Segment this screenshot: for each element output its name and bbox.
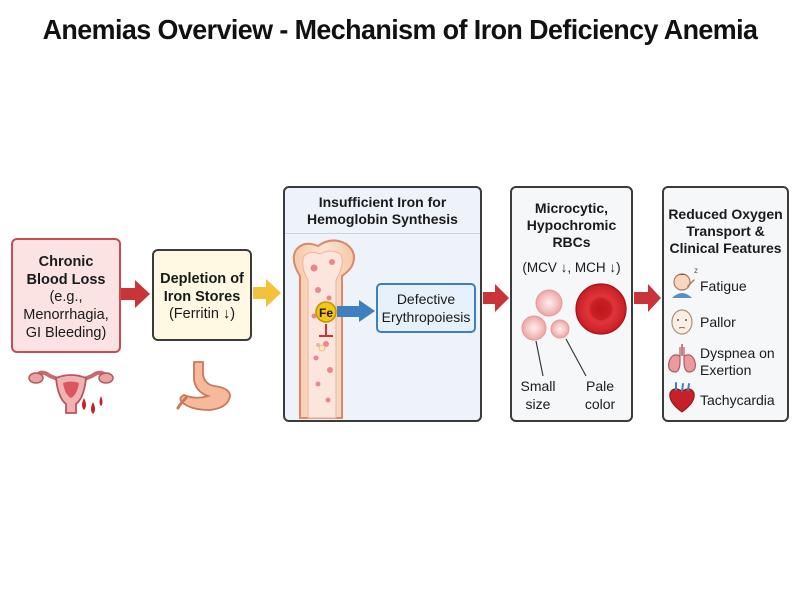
step4-line3: RBCs bbox=[552, 233, 591, 250]
page-title: Anemias Overview - Mechanism of Iron Def… bbox=[42, 14, 758, 45]
step-iron-stores-box: Depletion of Iron Stores (Ferritin ↓) bbox=[152, 249, 252, 341]
feature-tachycardia: Tachycardia bbox=[700, 392, 775, 408]
arrow-step3-to-step4 bbox=[483, 284, 509, 312]
step4-line2: Hypochromic bbox=[526, 216, 617, 233]
step1-line1: Chronic bbox=[38, 254, 94, 270]
iron-symbol-label: Fe bbox=[319, 306, 333, 320]
uterus-icon bbox=[28, 370, 114, 414]
feature-fatigue: Fatigue bbox=[700, 278, 747, 294]
step5-line1: Reduced Oxygen bbox=[668, 206, 783, 222]
step-blood-loss-box: Chronic Blood Loss (e.g., Menorrhagia, G… bbox=[11, 238, 121, 353]
step2-line2: Iron Stores bbox=[163, 288, 241, 305]
feature-dyspnea-line1: Dyspnea on bbox=[700, 345, 775, 361]
label-small-line1: Small bbox=[520, 378, 556, 394]
pointer-small-size bbox=[535, 340, 544, 377]
step2-line1: Depletion of bbox=[160, 271, 244, 287]
arrow-step2-to-step3 bbox=[253, 279, 281, 307]
step1-line5: GI Bleeding) bbox=[25, 324, 107, 341]
step3-result-line2: Erythropoiesis bbox=[381, 308, 471, 325]
rbc-indices: (MCV ↓, MCH ↓) bbox=[522, 260, 621, 275]
step4-heading: Microcytic, Hypochromic RBCs bbox=[512, 200, 631, 250]
normal-rbc-cell bbox=[575, 283, 627, 335]
step1-line4: Menorrhagia, bbox=[23, 307, 109, 324]
arrow-step4-to-step5 bbox=[634, 284, 661, 312]
arrow-step1-to-step2 bbox=[121, 280, 150, 308]
step-clinical-features-box: Reduced Oxygen Transport & Clinical Feat… bbox=[662, 186, 789, 422]
step5-heading: Reduced Oxygen Transport & Clinical Feat… bbox=[664, 206, 787, 256]
feature-pallor: Pallor bbox=[700, 314, 736, 330]
step5-line3: Clinical Features bbox=[669, 239, 782, 256]
step3-result-line1: Defective bbox=[396, 291, 456, 307]
tired-person-icon: z bbox=[672, 266, 698, 298]
pale-face-icon bbox=[671, 309, 693, 335]
step1-line2: Blood Loss bbox=[26, 271, 106, 288]
label-small-size: Small size bbox=[518, 378, 558, 413]
step3-heading: Insufficient Iron for Hemoglobin Synthes… bbox=[285, 188, 480, 234]
stomach-icon bbox=[176, 361, 231, 411]
svg-text:z: z bbox=[694, 266, 698, 275]
step3-line2: Hemoglobin Synthesis bbox=[307, 211, 458, 228]
lungs-icon bbox=[668, 344, 696, 373]
label-pale-color: Pale color bbox=[578, 378, 622, 413]
pointer-pale-color bbox=[565, 338, 587, 377]
arrow-iron-to-erythropoiesis bbox=[337, 300, 375, 322]
step4-line1: Microcytic, bbox=[534, 200, 609, 216]
label-small-line2: size bbox=[525, 395, 551, 412]
label-pale-line1: Pale bbox=[585, 378, 615, 394]
defective-erythropoiesis-box: Defective Erythropoiesis bbox=[376, 283, 476, 333]
step5-line2: Transport & bbox=[686, 222, 765, 239]
small-pale-rbc-cells bbox=[521, 289, 570, 341]
heart-icon bbox=[669, 382, 695, 413]
bone-marrow-icon bbox=[292, 239, 355, 419]
feature-dyspnea-line2: Exertion bbox=[700, 362, 752, 378]
label-pale-line2: color bbox=[584, 395, 616, 412]
iron-symbol: Fe bbox=[315, 301, 337, 323]
step3-line1: Insufficient Iron for bbox=[318, 194, 447, 210]
step2-line3: (Ferritin ↓) bbox=[168, 306, 236, 323]
step1-line3: (e.g., bbox=[49, 289, 83, 306]
